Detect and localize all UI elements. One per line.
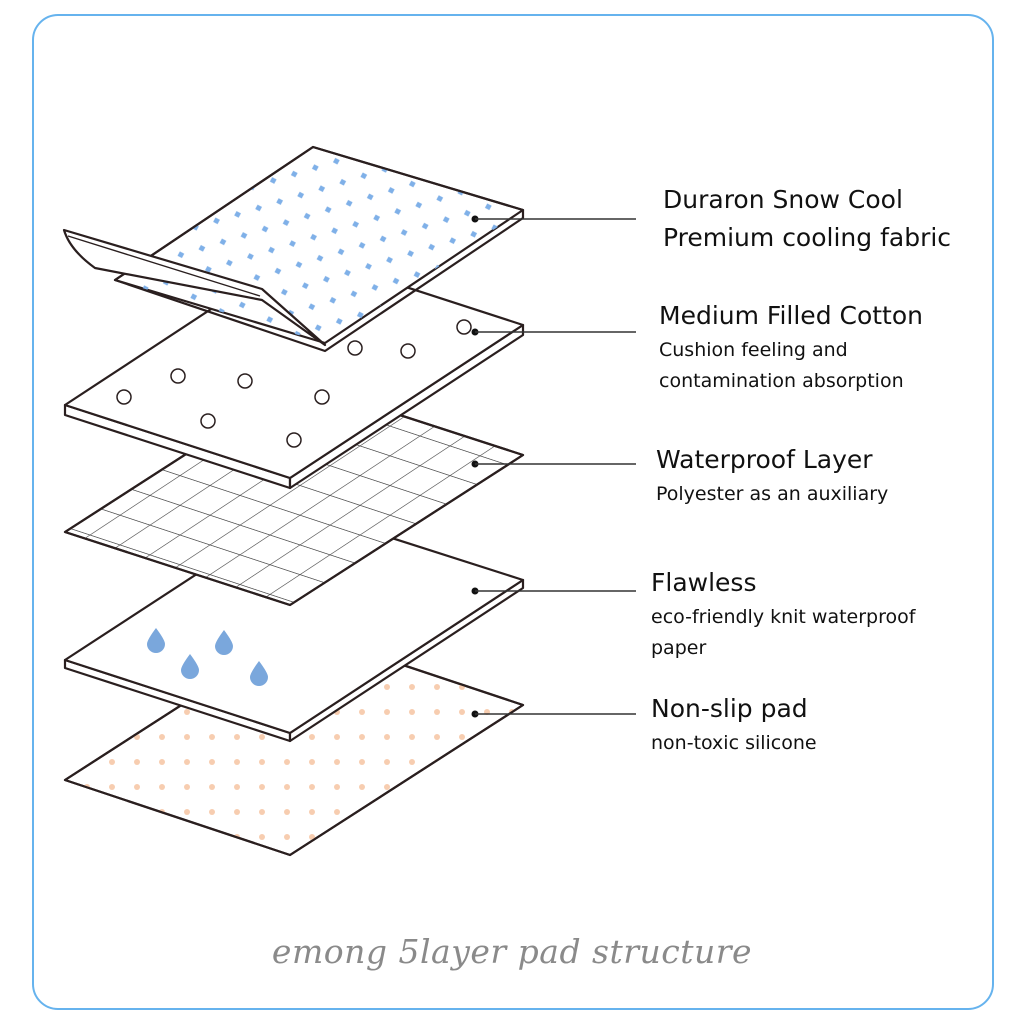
layer-cotton <box>63 250 525 490</box>
cotton-icons <box>116 319 472 448</box>
layer-description: non-toxic silicone <box>651 732 817 754</box>
layer-description: eco-friendly knit waterproof <box>651 606 916 628</box>
layer-description: Polyester as an auxiliary <box>656 483 889 505</box>
layer-description: contamination absorption <box>659 370 904 392</box>
layer-flawless <box>63 506 525 743</box>
layer-title: Medium Filled Cotton <box>659 301 924 330</box>
layer-non-slip-pad <box>63 628 525 857</box>
layer-description: Cushion feeling and <box>659 339 848 361</box>
layer-duraron <box>62 145 525 353</box>
label-duraron: Duraron Snow Cool Premium cooling fabric <box>663 181 951 257</box>
layer-title: Non-slip pad <box>651 694 808 723</box>
leader-lines <box>471 215 636 718</box>
layer-title: Waterproof Layer <box>656 445 873 474</box>
label-waterproof: Waterproof Layer Polyester as an auxilia… <box>656 441 888 510</box>
layer-description: paper <box>651 637 707 659</box>
layer-title: Flawless <box>651 568 757 597</box>
diagram-frame <box>32 14 994 1010</box>
label-flawless: Flawless eco-friendly knit waterproof pa… <box>651 564 915 664</box>
label-non-slip: Non-slip pad non-toxic silicone <box>651 690 817 759</box>
water-drop-icons <box>147 628 268 686</box>
diagram-caption: emong 5layer pad structure <box>271 932 753 971</box>
label-cotton: Medium Filled Cotton Cushion feeling and… <box>659 297 923 397</box>
layer-description: Premium cooling fabric <box>663 223 952 252</box>
layer-title: Duraron Snow Cool <box>663 185 903 214</box>
layer-waterproof <box>63 380 525 607</box>
